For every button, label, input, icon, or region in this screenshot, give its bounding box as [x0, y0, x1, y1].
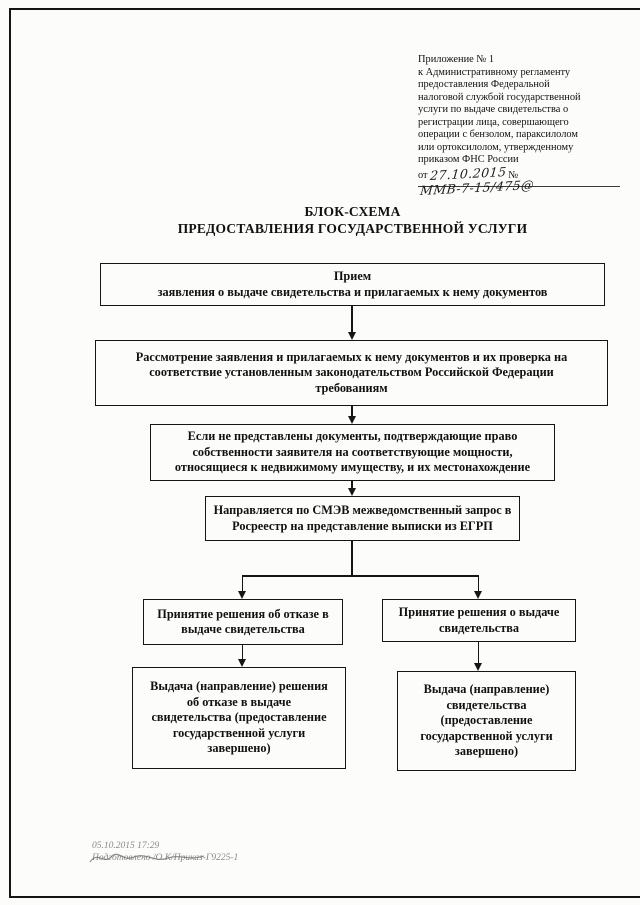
- arrowhead-2: [347, 416, 356, 424]
- scan-border-top: [9, 8, 640, 10]
- scan-border-left: [9, 8, 11, 898]
- number-label: №: [508, 169, 519, 181]
- branch-left-line: [241, 575, 244, 591]
- scan-border-bottom: [9, 896, 640, 898]
- arrow-line-2: [351, 406, 353, 416]
- flow-box-review: Рассмотрение заявления и прилагаемых к н…: [95, 340, 608, 406]
- branch-horizontal-line: [241, 575, 479, 577]
- flow-box-result-issue: Выдача (направление) свидетельства (пред…: [397, 671, 576, 771]
- arrowhead-1: [347, 332, 356, 340]
- arrow-line-3: [351, 481, 353, 488]
- flow-box-smev-request: Направляется по СМЭВ межведомственный за…: [205, 496, 520, 541]
- appendix-header: Приложение № 1 к Административному регла…: [418, 54, 620, 198]
- flow-box-reception: Прием заявления о выдаче свидетельства и…: [100, 263, 605, 306]
- handwritten-number: ММВ-7-15/475@: [419, 176, 535, 199]
- arrow-line-refusal-result: [241, 645, 244, 659]
- from-label: от: [418, 169, 428, 181]
- branch-stem-line: [351, 541, 353, 576]
- arrowhead-3: [347, 488, 356, 496]
- arrow-line-1: [351, 306, 353, 332]
- arrowhead-refusal-result: [237, 659, 246, 667]
- appendix-regulation-text: к Административному регламенту предостав…: [418, 66, 581, 166]
- print-timestamp: 05.10.2015 17:29: [92, 841, 160, 851]
- order-date-number-line: от27.10.2015№ММВ-7-15/475@: [418, 163, 620, 198]
- arrow-line-issue-result: [477, 642, 480, 663]
- flow-box-decision-refusal: Принятие решения об отказе в выдаче свид…: [143, 599, 343, 645]
- flow-box-result-refusal: Выдача (направление) решения об отказе в…: [132, 667, 346, 769]
- print-footer: 05.10.2015 17:29 Подготовлено /О.К/Прика…: [92, 841, 238, 864]
- branch-right-line: [477, 575, 480, 591]
- branch-left-arrowhead: [237, 591, 246, 599]
- flow-box-decision-issue: Принятие решения о выдаче свидетельства: [382, 599, 576, 642]
- title-line-2: ПРЕДОСТАВЛЕНИЯ ГОСУДАРСТВЕННОЙ УСЛУГИ: [177, 221, 528, 236]
- document-title: БЛОК-СХЕМА ПРЕДОСТАВЛЕНИЯ ГОСУДАРСТВЕННО…: [66, 203, 639, 237]
- print-note: Подготовлено /О.К/Приказ-Г9225-1: [92, 852, 239, 863]
- appendix-title: Приложение № 1: [418, 54, 495, 65]
- title-line-1: БЛОК-СХЕМА: [304, 204, 401, 219]
- arrowhead-issue-result: [473, 663, 482, 671]
- branch-right-arrowhead: [473, 591, 482, 599]
- signature-scribble: [89, 853, 205, 863]
- flow-box-missing-docs: Если не представлены документы, подтверж…: [150, 424, 555, 481]
